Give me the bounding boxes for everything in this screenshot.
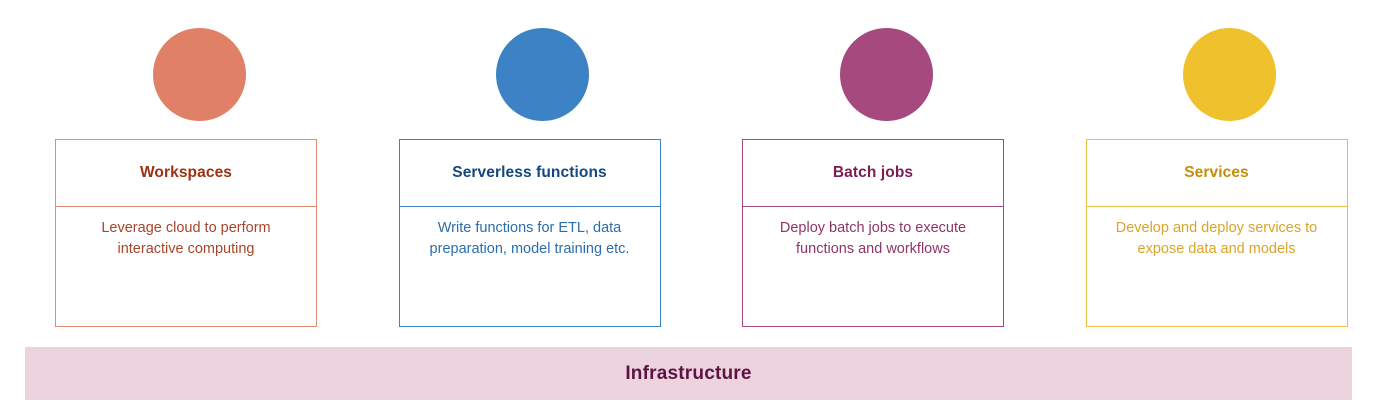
card-header-workspaces: Workspaces [56, 140, 316, 207]
card-description-workspaces: Leverage cloud to perform interactive co… [101, 220, 271, 258]
card-title-serverless-functions: Serverless functions [452, 163, 607, 181]
capability-card-batch-jobs[interactable]: Batch jobs Deploy batch jobs to execute … [742, 139, 1004, 327]
card-header-services: Services [1086, 140, 1347, 207]
card-title-batch-jobs: Batch jobs [832, 163, 914, 181]
circle-container-workspaces [55, 0, 344, 139]
circle-container-serverless-functions [399, 0, 688, 139]
filled-circle-icon [152, 28, 246, 121]
card-body-services: Develop and deploy services to expose da… [1087, 207, 1347, 326]
filled-circle-icon [839, 28, 933, 121]
capability-column-services[interactable]: Services Develop and deploy services to … [1085, 0, 1374, 327]
card-body-serverless-functions: Write functions for ETL, data preparatio… [400, 207, 660, 326]
card-body-batch-jobs: Deploy batch jobs to execute functions a… [743, 207, 1003, 326]
card-header-batch-jobs: Batch jobs [743, 140, 1003, 207]
capability-card-services[interactable]: Services Develop and deploy services to … [1085, 139, 1348, 327]
card-description-services: Develop and deploy services to expose da… [1115, 220, 1318, 258]
capability-column-workspaces[interactable]: Workspaces Leverage cloud to perform int… [55, 0, 344, 327]
infrastructure-label: Infrastructure [625, 362, 752, 384]
card-description-batch-jobs: Deploy batch jobs to execute functions a… [779, 220, 967, 258]
capability-card-serverless-functions[interactable]: Serverless functions Write functions for… [398, 139, 661, 327]
capability-column-serverless-functions[interactable]: Serverless functions Write functions for… [398, 0, 688, 327]
capability-columns: Workspaces Leverage cloud to perform int… [55, 0, 1374, 327]
capability-card-workspaces[interactable]: Workspaces Leverage cloud to perform int… [55, 139, 317, 327]
circle-container-batch-jobs [742, 0, 1031, 139]
infrastructure-foundation-bar: Infrastructure [25, 347, 1352, 400]
filled-circle-icon [496, 28, 590, 121]
card-body-workspaces: Leverage cloud to perform interactive co… [56, 207, 316, 326]
capability-column-batch-jobs[interactable]: Batch jobs Deploy batch jobs to execute … [742, 0, 1031, 327]
card-title-workspaces: Workspaces [139, 163, 233, 181]
card-description-serverless-functions: Write functions for ETL, data preparatio… [429, 220, 630, 258]
circle-container-services [1086, 0, 1374, 139]
card-title-services: Services [1184, 163, 1249, 181]
card-header-serverless-functions: Serverless functions [399, 140, 660, 207]
filled-circle-icon [1183, 28, 1277, 121]
